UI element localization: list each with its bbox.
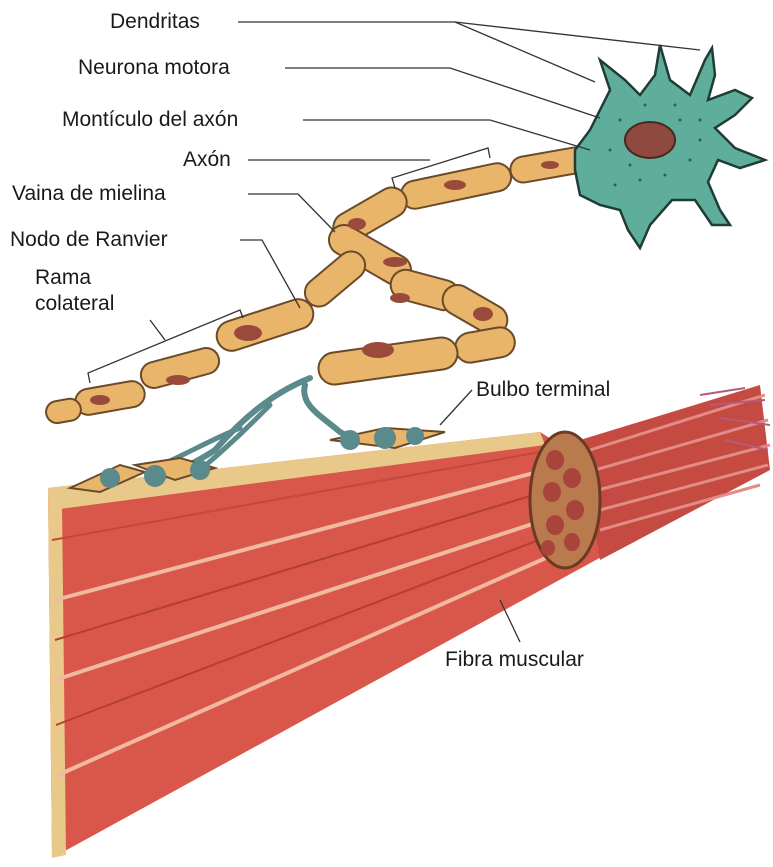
label-neurona-motora: Neurona motora	[78, 56, 230, 80]
label-dendritas: Dendritas	[110, 10, 200, 34]
label-nodo-ranvier: Nodo de Ranvier	[10, 228, 168, 252]
label-fibra-muscular: Fibra muscular	[445, 648, 584, 672]
label-vaina-mielina: Vaina de mielina	[12, 182, 166, 206]
label-monticulo-axon: Montículo del axón	[62, 108, 238, 132]
neuron-cell-body	[575, 45, 765, 248]
label-bulbo-terminal: Bulbo terminal	[476, 378, 610, 402]
label-colateral: colateral	[35, 292, 114, 316]
label-axon: Axón	[183, 148, 231, 172]
muscle-fiber	[48, 385, 770, 858]
label-rama: Rama	[35, 266, 91, 290]
